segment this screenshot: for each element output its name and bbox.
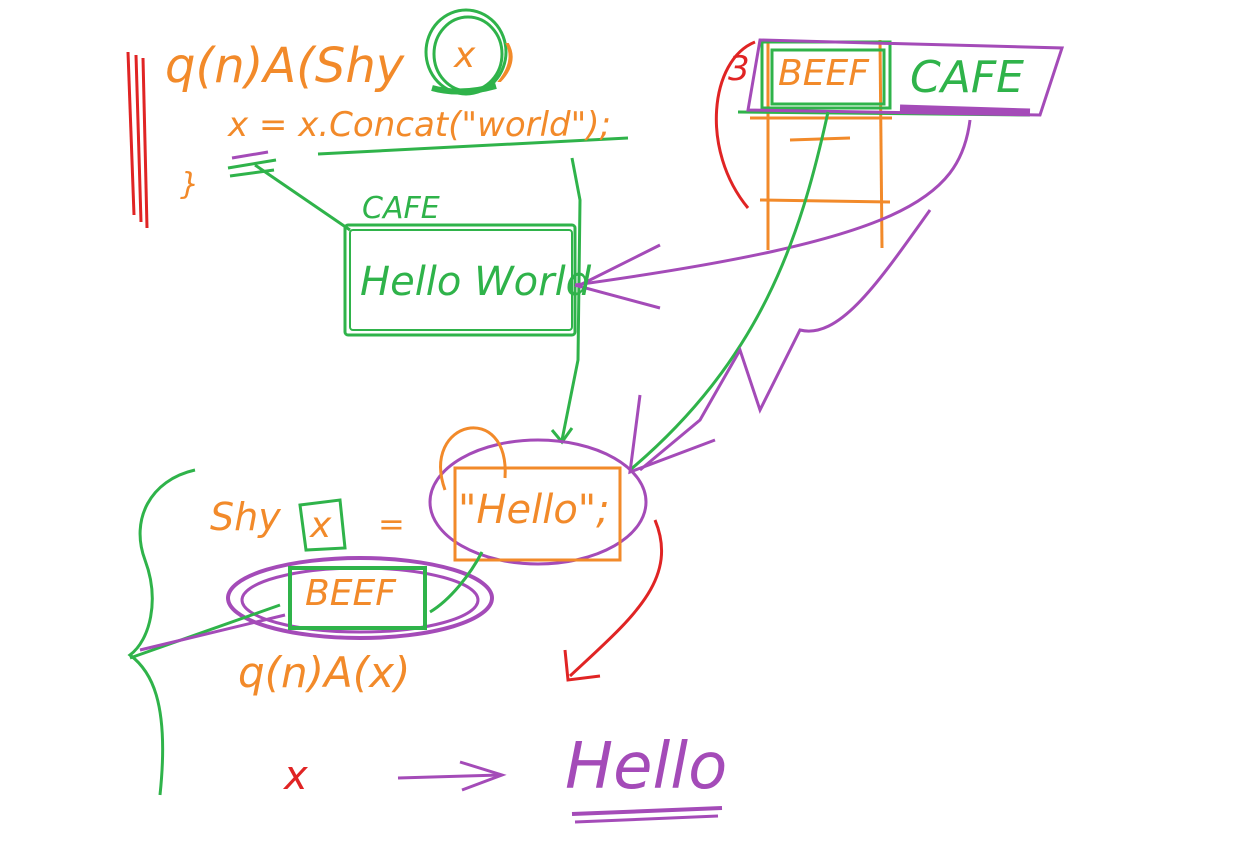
- stack-slot-cafe: CAFE: [910, 52, 1024, 103]
- stack-frame-orange: [750, 39, 892, 250]
- arrow-head-result: [563, 649, 601, 682]
- bottom-code-eq: =: [378, 505, 405, 543]
- top-code-line3: }: [180, 167, 200, 202]
- arrow-call-to-var-purple: [139, 613, 286, 652]
- arrow-head-new-object: [573, 243, 661, 310]
- new-object-address: CAFE: [362, 191, 440, 226]
- cafe-underline: [899, 104, 1031, 116]
- slot-row-frame: [746, 38, 1065, 117]
- arrow-call-to-var: [129, 603, 281, 660]
- param-underline: [431, 83, 497, 95]
- stack-red-loop: [714, 40, 756, 209]
- bottom-beef-box: [288, 566, 427, 630]
- line2-underline: [317, 136, 629, 156]
- result-value: Hello: [565, 730, 728, 804]
- left-brace: [127, 468, 196, 796]
- top-code-line1: q(n)A(Shy: [165, 38, 405, 94]
- result-arrow-head: [459, 760, 507, 792]
- stack-slot-beef: BEEF: [778, 53, 869, 94]
- new-object-box: [343, 223, 577, 337]
- arrow-head-literal: [628, 394, 716, 475]
- arrow-x-to-new-object: [254, 163, 351, 232]
- arrow-cafe-to-new-object: [574, 119, 972, 287]
- literal-oval: [428, 438, 648, 566]
- arrow-beef-to-literal: [629, 111, 830, 472]
- red-margin-bar: [126, 51, 149, 229]
- arrow-literal-to-var: [429, 551, 484, 614]
- new-object-box-inner: [349, 229, 573, 331]
- stack-marker: 3: [728, 49, 750, 89]
- arrow-line2-to-literal: [560, 157, 582, 441]
- literal-value: "Hello";: [458, 487, 610, 533]
- result-underline: [571, 806, 723, 816]
- bottom-code-var: x: [310, 505, 332, 546]
- literal-box: [453, 466, 622, 562]
- top-code-close: ): [500, 36, 518, 87]
- top-code-line2: x = x.Concat("world");: [228, 105, 611, 145]
- top-code-param: x: [454, 35, 476, 76]
- bottom-code-ref: BEEF: [305, 573, 396, 614]
- arrow-purple-zigzag: [639, 209, 932, 472]
- bottom-var-oval: [226, 556, 494, 640]
- bottom-code-decl: Shy: [210, 495, 281, 539]
- result-arrow: [397, 773, 501, 780]
- result-var: x: [284, 753, 308, 799]
- x-strike: [227, 150, 277, 178]
- arrow-literal-to-result: [568, 519, 664, 678]
- bottom-var-tab: [298, 498, 347, 552]
- literal-loop: [439, 426, 507, 491]
- bottom-code-call: q(n)A(x): [238, 648, 411, 697]
- new-object-value: Hello World: [360, 259, 592, 305]
- result-underline-2: [574, 814, 719, 824]
